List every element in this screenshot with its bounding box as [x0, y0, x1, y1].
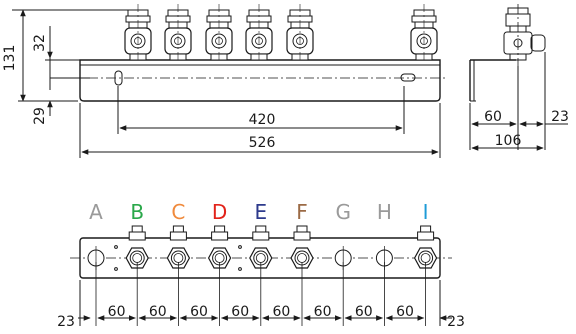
port-label-i: I — [423, 200, 429, 224]
bottom-pitch-label: 60 — [108, 304, 126, 320]
side-offset-label: 60 — [484, 109, 502, 125]
valve-fitting-b — [125, 225, 149, 269]
bottom-pitch-label: 60 — [149, 304, 167, 320]
bottom-pitch-label: 60 — [355, 304, 373, 320]
front-valve — [286, 4, 314, 61]
front-valve-group — [124, 4, 438, 61]
port-label-a: A — [89, 200, 103, 224]
port-label-row: A B C D E F G H I — [89, 200, 428, 224]
small-dots — [114, 245, 242, 271]
port-label-b: B — [130, 200, 144, 224]
bottom-dimension-chain: 60 60 60 60 60 60 60 60 — [79, 262, 441, 326]
slot-hole-left — [114, 70, 123, 86]
front-valve — [205, 4, 233, 61]
length-dimensions: 420 526 — [79, 86, 441, 158]
valve-fitting-e — [249, 225, 273, 269]
side-depth-label: 106 — [495, 133, 522, 149]
mounting-bar — [70, 59, 448, 102]
front-view — [70, 4, 448, 102]
port-label-d: D — [212, 200, 227, 224]
front-valve — [410, 4, 438, 61]
front-valve — [245, 4, 273, 61]
port-label-g: G — [335, 200, 351, 224]
bottom-pitch-label: 60 — [231, 304, 249, 320]
port-label-f: F — [296, 200, 308, 224]
valve-fitting-c — [166, 225, 191, 269]
side-view: 60 23 106 — [469, 4, 569, 151]
side-valve — [503, 7, 546, 61]
slot-hole-right — [400, 73, 416, 82]
overall-length-label: 526 — [249, 135, 276, 151]
side-overhang-label: 23 — [551, 109, 569, 125]
height-total-label: 131 — [2, 45, 18, 72]
bottom-view: A B C D E F G H I 60 60 60 60 60 60 60 60 23 23 — [57, 200, 465, 330]
port-label-c: C — [171, 200, 185, 224]
bottom-pitch-label: 60 — [314, 304, 332, 320]
front-valve — [164, 4, 192, 61]
valve-fitting-d — [207, 225, 232, 269]
blank-port-a — [87, 246, 105, 270]
hole-spacing-label: 420 — [249, 112, 276, 128]
height-upper-label: 32 — [32, 34, 48, 52]
bottom-pitch-label: 60 — [396, 304, 414, 320]
port-label-h: H — [377, 200, 392, 224]
front-valve — [124, 4, 152, 61]
height-lower-label: 29 — [32, 107, 48, 125]
valve-fitting-f — [290, 225, 314, 269]
valve-fitting-i — [413, 225, 438, 269]
bottom-edge-left-label: 23 — [57, 314, 75, 330]
height-dimensions: 131 32 29 — [2, 9, 130, 125]
bottom-pitch-label: 60 — [272, 304, 290, 320]
port-label-e: E — [254, 200, 267, 224]
bottom-edge-right-label: 23 — [447, 314, 465, 330]
bottom-pitch-label: 60 — [190, 304, 208, 320]
